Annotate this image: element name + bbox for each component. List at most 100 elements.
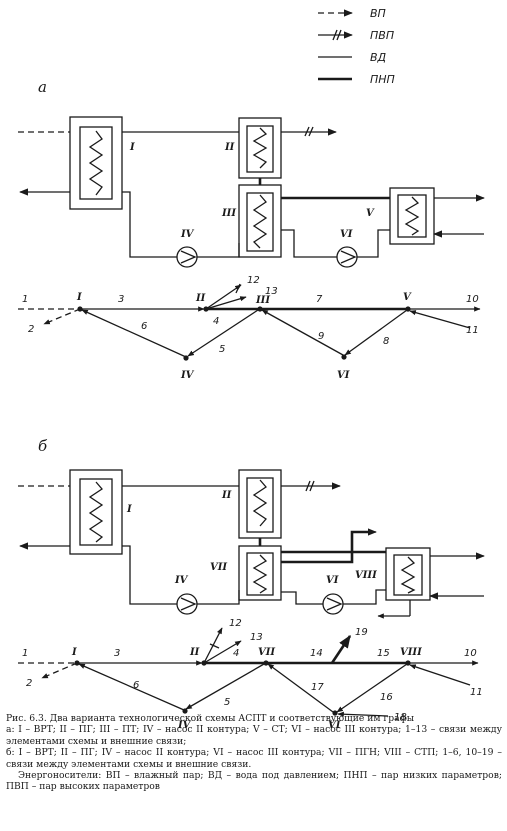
caption-line-b: б: I – ВРТ; II – ПГ; IV – насос II конту… (6, 747, 502, 770)
graph-node-IV-b (182, 708, 188, 714)
coil-icon (88, 481, 104, 543)
edge-13-b (203, 640, 242, 664)
edge-2-b (41, 662, 78, 679)
coil-icon (88, 130, 104, 196)
legend-item-pvp: ПВП (318, 29, 394, 42)
element-I-label-b: I (126, 504, 132, 515)
edge-11 (409, 310, 471, 329)
caption-title: Рис. 6.3. Два варианта технологической с… (6, 713, 415, 724)
edge-label-3-b: 3 (114, 648, 120, 659)
graph-node-VI (341, 354, 347, 360)
edge-label-17-b: 17 (311, 682, 324, 693)
element-V-label: V (366, 208, 375, 219)
element-II-label: II (224, 142, 235, 153)
edge-label-9: 9 (318, 331, 324, 342)
variant-a-letter: a (38, 78, 47, 96)
edge-11-b (409, 664, 471, 686)
graph-node-VIII-label-b: VIII (400, 647, 422, 658)
edge-label-13: 13 (265, 286, 278, 297)
edge-2 (43, 308, 81, 325)
caption-carriers: Энергоносители: ВП – влажный пар; ВД – в… (6, 770, 502, 793)
element-III-label: III (221, 208, 236, 219)
element-VII-box (238, 545, 282, 601)
caption-line-a: а: I – ВРТ; II – ПГ; III – ПТ; IV – насо… (6, 724, 502, 747)
graph-b: I II VII IV VI VIII 1 2 3 4 5 6 10 11 12… (18, 618, 483, 731)
edge-label-8: 8 (383, 336, 389, 347)
element-VIII-box (385, 547, 431, 601)
edge-label-19-b: 19 (355, 627, 368, 638)
edge-label-5-b: 5 (224, 697, 230, 708)
legend: ВП ПВП ВД ПНП (318, 7, 395, 86)
edge-5 (187, 309, 259, 357)
element-I-box (69, 469, 123, 555)
graph-node-I-b (74, 660, 80, 666)
coil-icon (404, 196, 420, 236)
edge-19-b (330, 634, 352, 664)
edge-label-10: 10 (466, 294, 479, 305)
element-IV-label-b: IV (174, 575, 189, 586)
edge-label-4-b: 4 (233, 648, 239, 659)
edge-16-b (336, 663, 408, 713)
figure-caption: Рис. 6.3. Два варианта технологической с… (6, 713, 502, 793)
legend-item-pnp: ПНП (318, 73, 395, 86)
edge-label-10-b: 10 (464, 648, 477, 659)
element-VIII-label: VIII (355, 570, 377, 581)
legend-label-vp: ВП (370, 7, 386, 20)
coil-icon (252, 479, 268, 527)
element-I-label: I (129, 142, 135, 153)
edge-label-14-b: 14 (310, 648, 323, 659)
element-VII-label: VII (210, 562, 227, 573)
scheme-a: I II III V IV VI (18, 116, 485, 268)
variant-b-letter: б (38, 437, 48, 455)
edge-label-6-b: 6 (133, 680, 139, 691)
graph-node-III-label: III (255, 295, 270, 306)
edge-label-11: 11 (466, 325, 479, 336)
edge-label-1: 1 (22, 294, 28, 305)
legend-label-vd: ВД (370, 51, 387, 64)
legend-item-vd: ВД (318, 51, 387, 64)
graph-node-I (77, 306, 83, 312)
graph-node-V-label: V (403, 292, 412, 303)
edge-label-3: 3 (118, 294, 124, 305)
graph-node-II (203, 306, 209, 312)
edge-label-6: 6 (141, 321, 147, 332)
edge-label-16-b: 16 (380, 692, 393, 703)
coil-icon (252, 194, 268, 249)
edge-label-1-b: 1 (22, 648, 28, 659)
legend-label-pnp: ПНП (370, 73, 395, 86)
graph-node-IV (183, 355, 189, 361)
edge-label-15-b: 15 (377, 648, 390, 659)
graph-node-I-label: I (76, 292, 82, 303)
edge-label-12-b: 12 (229, 618, 242, 629)
edge-label-2: 2 (28, 324, 34, 335)
edge-label-11-b: 11 (470, 687, 483, 698)
edge-6 (81, 309, 187, 358)
graph-node-VII-b (263, 660, 269, 666)
edge-5-b (185, 663, 265, 710)
edge-label-2-b: 2 (26, 678, 32, 689)
graph-node-I-label-b: I (71, 647, 77, 658)
element-VI-label-b: VI (326, 575, 339, 586)
legend-label-pvp: ПВП (370, 29, 394, 42)
graph-node-VII-label-b: VII (258, 647, 275, 658)
element-VI-label: VI (340, 229, 353, 240)
graph-node-III (257, 306, 263, 312)
edge-label-5: 5 (219, 344, 225, 355)
graph-node-VI-label: VI (337, 370, 350, 381)
element-IV-label: IV (180, 229, 195, 240)
graph-a: I II III IV V VI 1 2 3 4 5 6 7 8 9 10 11… (18, 275, 481, 381)
element-I-box (69, 116, 123, 210)
edge-label-18-b: 18 (394, 712, 407, 723)
graph-node-VI-b (332, 710, 338, 716)
edge-label-12: 12 (247, 275, 260, 286)
scheme-b: I II VII VIII IV (18, 469, 485, 619)
edge-18-b (337, 711, 389, 717)
coil-icon (400, 556, 416, 594)
edge-9 (261, 309, 344, 356)
edge-8 (344, 309, 408, 356)
graph-node-VIII-b (405, 660, 411, 666)
edge-13 (205, 296, 247, 310)
edge-17-b (267, 663, 334, 713)
graph-node-V (405, 306, 411, 312)
